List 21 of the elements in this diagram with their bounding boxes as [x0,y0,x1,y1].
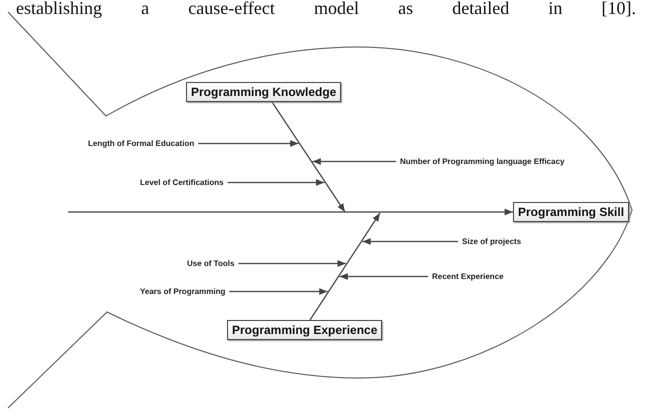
arrow [272,102,346,212]
arrow [339,273,428,280]
body-text: establishing a cause-effect model as detailed in [10]. [16,0,636,17]
arrow [310,212,380,320]
arrow [68,208,513,216]
cause-label: Level of Certifications [140,178,224,187]
cause-label: Recent Experience [432,272,504,281]
category-box: Programming Experience [227,320,382,340]
cause-label: Length of Formal Education [88,139,194,148]
cause-label: Number of Programming language Efficacy [400,157,564,166]
arrow [238,260,346,267]
arrow [312,158,396,165]
category-box: Programming Knowledge [186,82,342,102]
arrow [198,140,299,147]
cause-label: Years of Programming [140,287,226,296]
cause-label: Size of projects [462,237,522,246]
arrow [229,288,328,295]
category-box: Programming Skill [513,202,630,222]
arrow [362,238,458,245]
cause-label: Use of Tools [187,259,234,268]
arrow [228,179,324,186]
